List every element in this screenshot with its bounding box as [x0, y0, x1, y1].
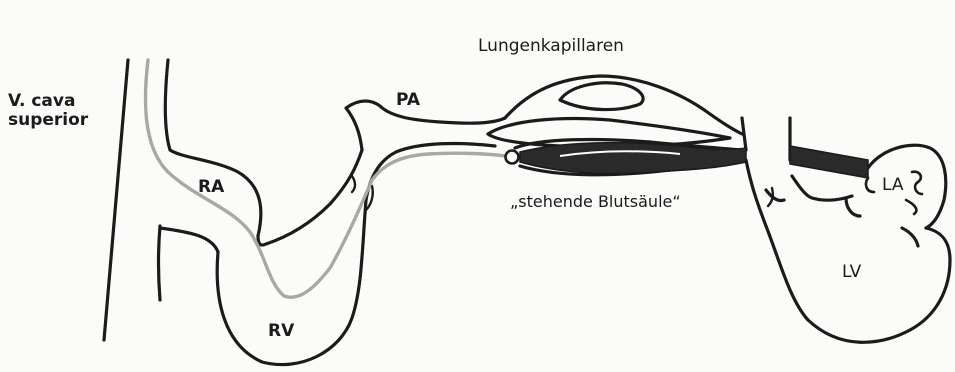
- pulmonary-vein-blood-band: [790, 146, 868, 178]
- right-atrium-lower-wall: [159, 226, 161, 300]
- left-atrium-bottom: [846, 198, 860, 216]
- left-atrium-wall-inner: [792, 176, 852, 200]
- la-valve-mark-right: [912, 172, 922, 194]
- label-rv: RV: [268, 322, 294, 341]
- la-valve-mark-left: [866, 178, 874, 192]
- right-atrium-floor: [160, 228, 218, 252]
- left-ventricle-septum: [766, 190, 784, 201]
- vena-cava-inner-wall: [165, 60, 261, 236]
- label-vena-cava-line1: V. cava: [8, 92, 118, 111]
- left-ventricle-notch: [902, 228, 918, 246]
- label-stehende-blutsaeule: „stehende Blutsäule“: [510, 193, 681, 211]
- pulmonary-artery-upper-wall: [346, 101, 505, 150]
- label-lungenkapillaren: Lungenkapillaren: [478, 37, 624, 56]
- label-la: LA: [882, 176, 904, 195]
- wall-tick-1: [352, 176, 355, 192]
- la-valve-mark-bottom: [906, 200, 916, 214]
- label-ra: RA: [198, 178, 224, 197]
- right-ventricle-outflow-inner: [258, 150, 362, 245]
- pulmonary-vein-upper: [742, 118, 746, 150]
- label-vena-cava-superior: V. cava superior: [8, 92, 118, 129]
- label-vena-cava-line2: superior: [8, 111, 118, 130]
- left-atrium-outline: [868, 145, 946, 228]
- pulmonary-vein-down: [746, 160, 766, 226]
- left-ventricle-wall: [766, 226, 950, 342]
- capillary-upper-loop: [560, 83, 643, 110]
- catheter-balloon-tip: [506, 151, 519, 164]
- label-lv: LV: [842, 263, 861, 282]
- label-pa: PA: [396, 91, 420, 110]
